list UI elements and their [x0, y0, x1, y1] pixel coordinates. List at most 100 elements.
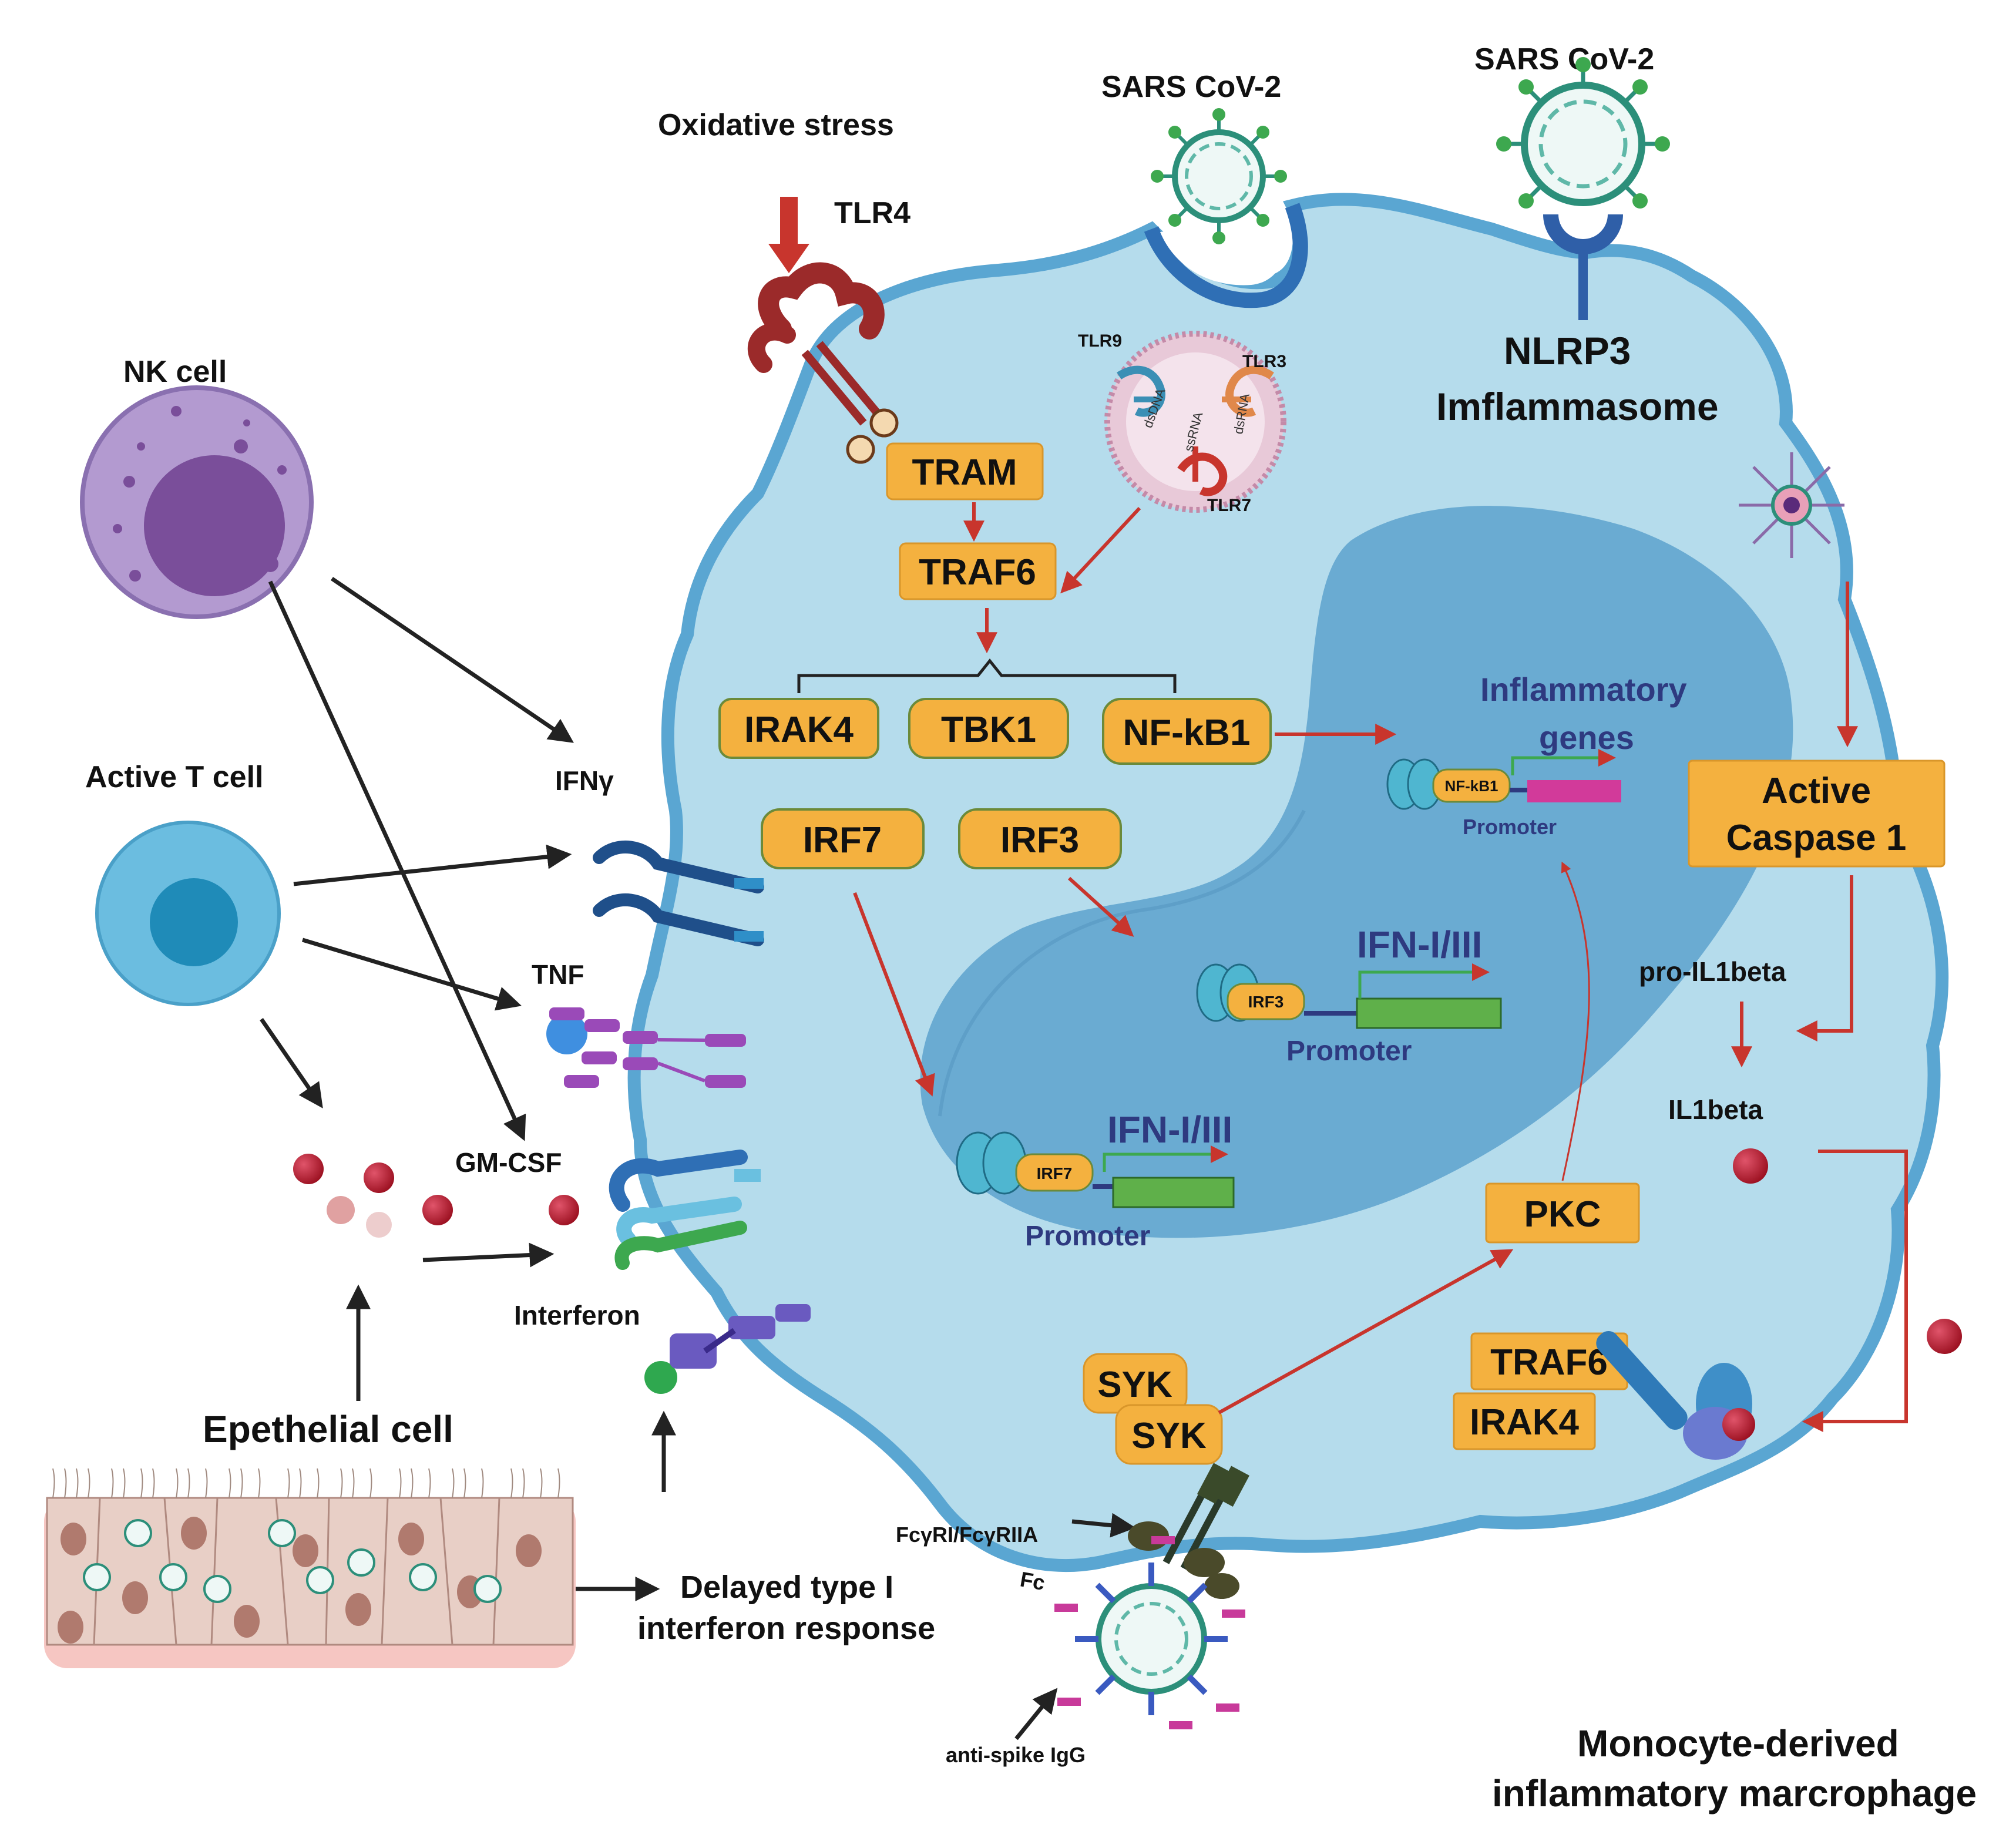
nk-cell-label: NK cell — [123, 355, 227, 389]
tlr9-icon — [1117, 365, 1165, 417]
svg-text:Caspase 1: Caspase 1 — [1726, 818, 1907, 858]
irf7-small-label: IRF7 — [1037, 1164, 1073, 1182]
svg-text:Active: Active — [1762, 771, 1871, 811]
antibody-virus-complex-icon — [1054, 1536, 1245, 1729]
inflammasome-icon — [1739, 452, 1844, 558]
macrophage-label-1: Monocyte-derived — [1577, 1722, 1899, 1765]
endosome: dsDNA ssRNA dsRNA — [1104, 331, 1286, 513]
tlr3-label: TLR3 — [1242, 352, 1286, 371]
tnf-label: TNF — [532, 959, 584, 990]
ifn-label-2: IFN-I/III — [1107, 1108, 1232, 1151]
nlrp3-receptor-icon — [1543, 214, 1623, 320]
nk-cell-icon — [80, 385, 314, 619]
endocytosis-pocket — [1144, 203, 1308, 308]
arrow-syk-pkc — [1218, 1249, 1514, 1414]
active-caspase1-box: Active Caspase 1 — [1688, 760, 1946, 868]
inflammatory-genes-label-1: Inflammatory — [1480, 671, 1687, 708]
svg-text:TBK1: TBK1 — [941, 710, 1036, 750]
syk-box-2: SYK — [1115, 1404, 1223, 1465]
il1beta-ball — [1733, 1148, 1768, 1184]
arrow-cytokines-gmcsf — [422, 1242, 555, 1268]
gm-csf-label: GM-CSF — [455, 1147, 562, 1178]
tlr3-icon — [1222, 365, 1274, 417]
svg-text:TRAM: TRAM — [912, 452, 1017, 493]
tnf-receptor-icon — [546, 1007, 746, 1088]
arrow-fcgr-label — [1071, 1513, 1136, 1538]
sars-cov2-left-label: SARS CoV-2 — [1101, 70, 1281, 104]
svg-text:IRF7: IRF7 — [803, 820, 882, 861]
ifn-gamma-label: IFNγ — [555, 765, 614, 796]
traf6-bottom-box: TRAF6 — [1470, 1332, 1628, 1390]
anti-spike-label: anti-spike IgG — [946, 1743, 1086, 1767]
irf3-promoter-construct: IRF3 — [1196, 963, 1502, 1029]
arrow-t-cytokines — [260, 1018, 323, 1108]
il1beta-label: IL1beta — [1668, 1094, 1763, 1125]
interferon-receptor-icon — [644, 1304, 811, 1394]
promoter-label-1: Promoter — [1463, 815, 1557, 839]
inflammasome-label: Imflammasome — [1436, 385, 1719, 428]
irf7-promoter-construct: IRF7 — [956, 1131, 1235, 1208]
svg-text:IRF3: IRF3 — [1000, 820, 1079, 861]
tlr7-icon — [1177, 446, 1228, 496]
svg-text:NF-kB1: NF-kB1 — [1123, 713, 1250, 753]
tlr4-label: TLR4 — [834, 196, 910, 230]
svg-text:TRAF6: TRAF6 — [1490, 1342, 1608, 1383]
irak4-top-box: IRAK4 — [718, 698, 879, 759]
macrophage-label-2: inflammatory marcrophage — [1492, 1772, 1977, 1815]
svg-text:PKC: PKC — [1524, 1194, 1601, 1235]
irf3-box: IRF3 — [958, 808, 1122, 869]
arrow-irf7-nucleus — [853, 892, 935, 1097]
svg-text:IRAK4: IRAK4 — [1470, 1402, 1580, 1443]
arrow-endosome-traf6 — [1060, 506, 1141, 594]
syk-box-1: SYK — [1083, 1353, 1188, 1414]
delayed-response-label-2: interferon response — [637, 1611, 935, 1646]
svg-text:SYK: SYK — [1131, 1416, 1207, 1456]
arrow-il1beta-receptor — [1802, 1150, 1908, 1432]
tlr7-label: TLR7 — [1207, 496, 1251, 515]
promoter-label-3: Promoter — [1025, 1221, 1150, 1252]
arrow-t-tnf — [301, 938, 522, 1011]
svg-text:IRAK4: IRAK4 — [744, 710, 854, 750]
tlr4-receptor-icon — [747, 262, 899, 464]
tbk1-box: TBK1 — [908, 698, 1069, 759]
active-t-cell-label: Active T cell — [85, 760, 263, 794]
irf7-box: IRF7 — [761, 808, 925, 869]
nucleus-outer — [920, 506, 1793, 1238]
fc-label: Fc — [1019, 1567, 1047, 1595]
oxidative-stress-label: Oxidative stress — [658, 108, 894, 142]
sars-cov2-right-label: SARS CoV-2 — [1474, 42, 1654, 76]
ifn-label-1: IFN-I/III — [1357, 923, 1482, 966]
epithelial-tissue-icon — [44, 1468, 576, 1668]
fcgr-label: FcγRI/FcγRIIA — [896, 1523, 1038, 1547]
il1beta-ball-outside — [1927, 1319, 1962, 1354]
sars-cov2-virus-icon-left — [1151, 108, 1287, 244]
gm-csf-receptor-icon — [609, 1150, 761, 1270]
nfkb1-small-label: NF-kB1 — [1444, 777, 1498, 795]
tlr9-label: TLR9 — [1078, 331, 1122, 351]
active-t-cell-icon — [95, 821, 281, 1006]
tram-box: TRAM — [886, 442, 1044, 500]
delayed-response-label-1: Delayed type I — [680, 1570, 893, 1605]
arrow-antispike-label — [1014, 1688, 1058, 1740]
arrow-irf3-nucleus — [1067, 876, 1134, 937]
nlrp3-label: NLRP3 — [1504, 329, 1631, 372]
inflammatory-genes-label-2: genes — [1539, 719, 1634, 756]
nfkb1-box: NF-kB1 — [1102, 698, 1272, 765]
pro-il1beta-label: pro-IL1beta — [1639, 956, 1786, 987]
irak4-bottom-box: IRAK4 — [1453, 1392, 1596, 1450]
pkc-box: PKC — [1485, 1182, 1640, 1244]
promoter-label-2: Promoter — [1286, 1036, 1412, 1067]
arrow-nk-ifng — [331, 577, 574, 743]
cytokine-balls — [293, 1154, 579, 1238]
arrow-caspase-il1beta — [1796, 875, 1853, 1041]
arrow-nk-gmcsf — [268, 580, 526, 1141]
il1-receptor-icon — [1596, 1331, 1755, 1460]
irf3-small-label: IRF3 — [1248, 993, 1284, 1011]
interferon-label: Interferon — [514, 1300, 640, 1330]
arrow-pkc-promoter — [1561, 861, 1590, 1181]
sars-cov2-virus-icon-right — [1496, 57, 1670, 209]
svg-text:TRAF6: TRAF6 — [919, 552, 1036, 593]
ifn-gamma-receptor-icon — [593, 840, 764, 946]
svg-text:SYK: SYK — [1097, 1365, 1172, 1405]
